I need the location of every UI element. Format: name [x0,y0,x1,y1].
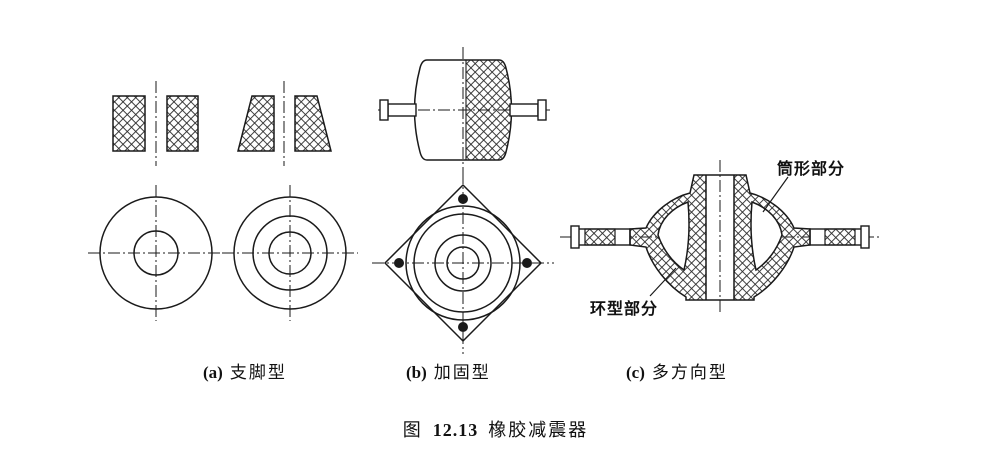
a-right-section-view [237,81,332,166]
caption-b: (b) 加固型 [406,358,491,383]
caption-a: (a) 支脚型 [203,358,287,383]
c-left-rod-cap [570,225,580,249]
figure-caption-prefix: 图 [402,420,423,440]
caption-a-label: (a) [203,363,223,382]
caption-b-name: 加固型 [433,363,491,382]
label-cylindrical-part: 筒形部分 [777,161,846,178]
caption-c-name: 多方向型 [651,363,728,382]
c-right-rod-cap [860,225,870,249]
label-ring-part: 环型部分 [590,301,659,318]
b-elevation-view [378,47,552,173]
subfig-b [372,47,554,354]
b-left-pin [387,103,417,117]
figure-caption: 图 12.13 橡胶减震器 [0,416,991,442]
caption-b-label: (b) [406,363,427,382]
c-right-rod-bushing [824,228,856,246]
a-left-section-left-half [112,95,146,152]
a-left-plan-view [88,185,224,321]
leader-ring-part [649,267,677,297]
caption-a-name: 支脚型 [229,363,287,382]
a-right-plan-view [222,185,358,321]
a-left-section-view [112,81,199,166]
b-right-pin-cap [537,99,547,121]
a-left-section-right-half [166,95,199,152]
subfig-a [88,81,358,321]
b-barrel-outline [413,59,513,161]
a-right-section-left-half [237,95,275,152]
caption-c: (c) 多方向型 [626,358,728,383]
b-left-pin-cap [379,99,389,121]
figure-caption-number: 12.13 [432,420,479,440]
b-right-pin [509,103,539,117]
leader-cylindrical-part [762,176,789,213]
c-right-rod [782,225,880,249]
figure-caption-title: 橡胶减震器 [488,420,589,440]
caption-c-label: (c) [626,363,645,382]
c-left-rod-bushing [584,228,616,246]
subfig-c [560,160,880,315]
b-plan-view [372,172,554,354]
a-right-section-right-half [294,95,332,152]
